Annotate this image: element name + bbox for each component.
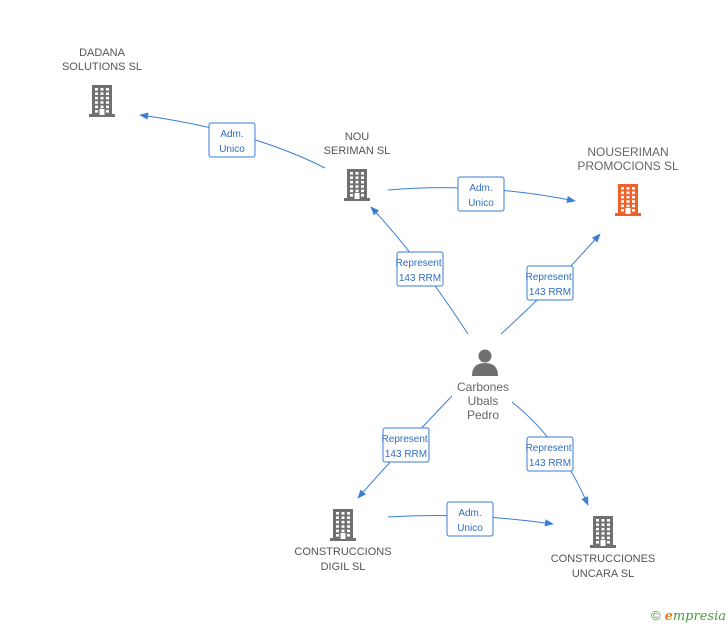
edge-label-text: Represent. — [526, 443, 575, 454]
edge-label-text: 143 RRM — [399, 273, 441, 284]
node-label: Pedro — [467, 408, 499, 422]
edge-carbones-nouseriman: Represent. 143 RRM — [500, 233, 601, 335]
copyright-symbol: © — [650, 608, 661, 623]
edge-label-box — [396, 251, 444, 287]
edge-label-text: Unico — [468, 198, 494, 209]
edge-label-text: Unico — [457, 523, 483, 534]
brand-initial: e — [664, 609, 673, 624]
edge-label-box — [446, 501, 494, 537]
building-icon — [89, 85, 115, 117]
edge-label-text: Adm. — [220, 129, 243, 140]
edge-carbones-nou: Represent. 143 RRM — [370, 206, 469, 335]
node-label: UNCARA SL — [572, 568, 634, 580]
node-label: NOU — [345, 131, 370, 143]
node-uncara[interactable]: CONSTRUCCIONES UNCARA SL — [551, 516, 656, 580]
node-label: NOUSERIMAN — [587, 145, 668, 159]
edge-label-text: 143 RRM — [529, 458, 571, 469]
building-icon — [344, 169, 370, 201]
edge-label-text: Adm. — [458, 508, 481, 519]
edge-carbones-uncara: Represent. 143 RRM — [511, 401, 589, 506]
edge-label-text: 143 RRM — [385, 449, 427, 460]
building-icon — [330, 509, 356, 541]
node-label: SERIMAN SL — [324, 145, 391, 157]
edge-nou-dadana: Adm. Unico — [139, 112, 326, 169]
edge-label-text: Adm. — [469, 183, 492, 194]
node-label: SOLUTIONS SL — [62, 61, 142, 73]
brand-name: mpresia — [672, 609, 726, 624]
edge-label-text: Unico — [219, 144, 245, 155]
node-label: Carbones — [457, 380, 509, 394]
node-label: PROMOCIONS SL — [577, 159, 679, 173]
node-label: DADANA — [79, 47, 126, 59]
edge-label-box — [457, 176, 505, 212]
edge-label-text: Represent. — [382, 434, 431, 445]
edge-label-box — [208, 122, 256, 158]
node-label: CONSTRUCCIONS — [294, 546, 391, 558]
node-digil[interactable]: CONSTRUCCIONS DIGIL SL — [294, 509, 392, 573]
empresia-watermark: ©empresia — [651, 608, 726, 624]
edge-label-box — [526, 436, 574, 472]
node-nou[interactable]: NOU SERIMAN SL — [324, 131, 391, 201]
node-dadana[interactable]: DADANA SOLUTIONS SL — [62, 47, 142, 117]
edge-label-text: Represent. — [396, 258, 445, 269]
node-label: DIGIL SL — [321, 561, 366, 573]
edge-nou-nouseriman: Adm. Unico — [387, 176, 576, 212]
edge-digil-uncara: Adm. Unico — [387, 501, 554, 537]
edge-label-text: Represent. — [526, 272, 575, 283]
node-label: Ubals — [468, 394, 499, 408]
node-label: CONSTRUCCIONES — [551, 553, 656, 565]
edge-carbones-digil: Represent. 143 RRM — [357, 395, 453, 499]
person-icon — [472, 349, 498, 376]
building-icon — [615, 184, 641, 216]
building-icon — [590, 516, 616, 548]
edge-label-box — [526, 265, 574, 301]
edge-label-text: 143 RRM — [529, 287, 571, 298]
edge-label-box — [382, 427, 430, 463]
